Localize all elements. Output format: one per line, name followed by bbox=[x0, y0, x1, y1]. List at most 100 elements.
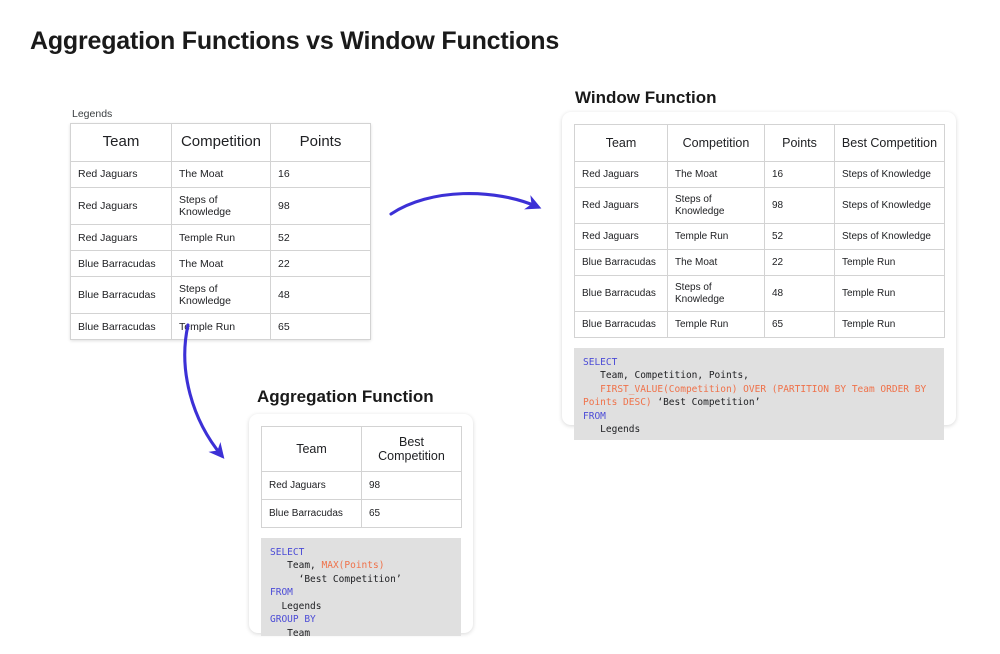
cell-points: 48 bbox=[270, 276, 371, 315]
cell-competition: Temple Run bbox=[667, 223, 765, 250]
cell-points: 65 bbox=[270, 313, 371, 341]
code-token: ‘Best Competition’ bbox=[298, 573, 402, 585]
table-row: Blue Barracudas Steps of Knowledge 48 Te… bbox=[574, 275, 945, 312]
column-header-points: Points bbox=[270, 123, 371, 162]
column-header-team: Team bbox=[70, 123, 172, 162]
arrow-legends-to-window bbox=[389, 191, 542, 216]
table-header-row: Team Best Competition bbox=[261, 426, 462, 472]
cell-best-competition: Steps of Knowledge bbox=[834, 187, 945, 224]
cell-best-competition: Temple Run bbox=[834, 311, 945, 338]
legends-card: Team Competition Points Red Jaguars The … bbox=[70, 123, 371, 341]
legends-table: Team Competition Points Red Jaguars The … bbox=[70, 123, 371, 341]
column-header-team: Team bbox=[574, 124, 668, 162]
cell-points: 52 bbox=[764, 223, 835, 250]
table-row: Red Jaguars The Moat 16 Steps of Knowled… bbox=[574, 161, 945, 188]
cell-team: Blue Barracudas bbox=[574, 275, 668, 312]
cell-team: Red Jaguars bbox=[70, 161, 172, 188]
table-row: Red Jaguars Temple Run 52 Steps of Knowl… bbox=[574, 223, 945, 250]
cell-team: Red Jaguars bbox=[70, 186, 172, 226]
aggregation-function-sql-code: SELECT Team, MAX(Points) ‘Best Competiti… bbox=[261, 538, 461, 636]
table-header-row: Team Competition Points bbox=[70, 123, 371, 162]
cell-competition: The Moat bbox=[667, 249, 765, 276]
cell-points: 98 bbox=[764, 187, 835, 224]
cell-best-competition: 65 bbox=[361, 499, 462, 528]
legends-block: Legends Team Competition Points Red Jagu… bbox=[70, 108, 371, 345]
table-row: Red Jaguars Steps of Knowledge 98 bbox=[70, 186, 371, 226]
code-token: SELECT bbox=[270, 547, 305, 558]
code-token: FIRST_VALUE(Competition) OVER (PARTITION… bbox=[583, 383, 932, 409]
table-row: Red Jaguars 98 bbox=[261, 471, 462, 500]
cell-team: Red Jaguars bbox=[574, 187, 668, 224]
page-title: Aggregation Functions vs Window Function… bbox=[30, 27, 560, 55]
code-token: Legends bbox=[600, 424, 641, 436]
cell-competition: The Moat bbox=[171, 250, 271, 278]
cell-competition: Steps of Knowledge bbox=[667, 187, 765, 224]
cell-competition: The Moat bbox=[667, 161, 765, 188]
aggregation-function-panel: Team Best Competition Red Jaguars 98 Blu… bbox=[249, 414, 473, 636]
cell-team: Blue Barracudas bbox=[574, 311, 668, 338]
column-header-best-competition: Best Competition bbox=[834, 124, 945, 162]
cell-competition: Temple Run bbox=[171, 313, 271, 341]
legends-table-body: Red Jaguars The Moat 16 Red Jaguars Step… bbox=[70, 161, 371, 341]
column-header-best-competition: Best Competition bbox=[361, 426, 462, 472]
cell-best-competition: Temple Run bbox=[834, 275, 945, 312]
aggregation-function-table: Team Best Competition Red Jaguars 98 Blu… bbox=[261, 426, 462, 528]
cell-competition: Steps of Knowledge bbox=[171, 276, 271, 315]
cell-points: 22 bbox=[270, 250, 371, 278]
cell-best-competition: Steps of Knowledge bbox=[834, 161, 945, 188]
column-header-points: Points bbox=[764, 124, 835, 162]
code-token: FROM bbox=[270, 587, 293, 599]
cell-team: Red Jaguars bbox=[70, 224, 172, 252]
cell-competition: Steps of Knowledge bbox=[667, 275, 765, 312]
window-function-table-body: Red Jaguars The Moat 16 Steps of Knowled… bbox=[574, 161, 945, 338]
table-row: Blue Barracudas Temple Run 65 Temple Run bbox=[574, 311, 945, 338]
legends-label: Legends bbox=[72, 108, 113, 120]
code-token: ‘Best Competition’ bbox=[657, 397, 761, 409]
code-token: SELECT bbox=[583, 357, 618, 368]
column-header-team: Team bbox=[261, 426, 362, 472]
code-token: Legends bbox=[281, 600, 322, 612]
cell-points: 48 bbox=[764, 275, 835, 312]
cell-points: 22 bbox=[764, 249, 835, 276]
table-row: Red Jaguars The Moat 16 bbox=[70, 161, 371, 188]
cell-points: 52 bbox=[270, 224, 371, 252]
cell-points: 16 bbox=[270, 161, 371, 188]
cell-points: 65 bbox=[764, 311, 835, 338]
cell-team: Blue Barracudas bbox=[70, 313, 172, 341]
cell-team: Blue Barracudas bbox=[70, 276, 172, 315]
code-token: Team, Competition, Points, bbox=[600, 370, 749, 382]
code-token: Team bbox=[287, 627, 311, 636]
code-token: MAX(Points) bbox=[321, 560, 385, 572]
aggregation-function-table-body: Red Jaguars 98 Blue Barracudas 65 bbox=[261, 471, 462, 528]
cell-team: Blue Barracudas bbox=[261, 499, 362, 528]
table-row: Blue Barracudas The Moat 22 bbox=[70, 250, 371, 278]
code-token: GROUP BY bbox=[270, 614, 316, 626]
table-header-row: Team Competition Points Best Competition bbox=[574, 124, 945, 162]
table-row: Blue Barracudas Steps of Knowledge 48 bbox=[70, 276, 371, 315]
cell-best-competition: 98 bbox=[361, 471, 462, 500]
code-token: FROM bbox=[583, 410, 606, 422]
window-function-table: Team Competition Points Best Competition… bbox=[574, 124, 945, 338]
table-row: Blue Barracudas Temple Run 65 bbox=[70, 313, 371, 341]
window-function-title: Window Function bbox=[575, 88, 717, 107]
code-token: Team, bbox=[287, 560, 316, 572]
cell-competition: Steps of Knowledge bbox=[171, 186, 271, 226]
cell-team: Blue Barracudas bbox=[574, 249, 668, 276]
window-function-panel: Team Competition Points Best Competition… bbox=[562, 112, 956, 440]
column-header-competition: Competition bbox=[667, 124, 765, 162]
cell-competition: Temple Run bbox=[667, 311, 765, 338]
table-row: Red Jaguars Steps of Knowledge 98 Steps … bbox=[574, 187, 945, 224]
cell-competition: The Moat bbox=[171, 161, 271, 188]
cell-team: Blue Barracudas bbox=[70, 250, 172, 278]
cell-points: 98 bbox=[270, 186, 371, 226]
cell-points: 16 bbox=[764, 161, 835, 188]
table-row: Blue Barracudas 65 bbox=[261, 499, 462, 528]
cell-team: Red Jaguars bbox=[261, 471, 362, 500]
cell-team: Red Jaguars bbox=[574, 161, 668, 188]
cell-team: Red Jaguars bbox=[574, 223, 668, 250]
table-row: Blue Barracudas The Moat 22 Temple Run bbox=[574, 249, 945, 276]
table-row: Red Jaguars Temple Run 52 bbox=[70, 224, 371, 252]
cell-best-competition: Steps of Knowledge bbox=[834, 223, 945, 250]
cell-best-competition: Temple Run bbox=[834, 249, 945, 276]
